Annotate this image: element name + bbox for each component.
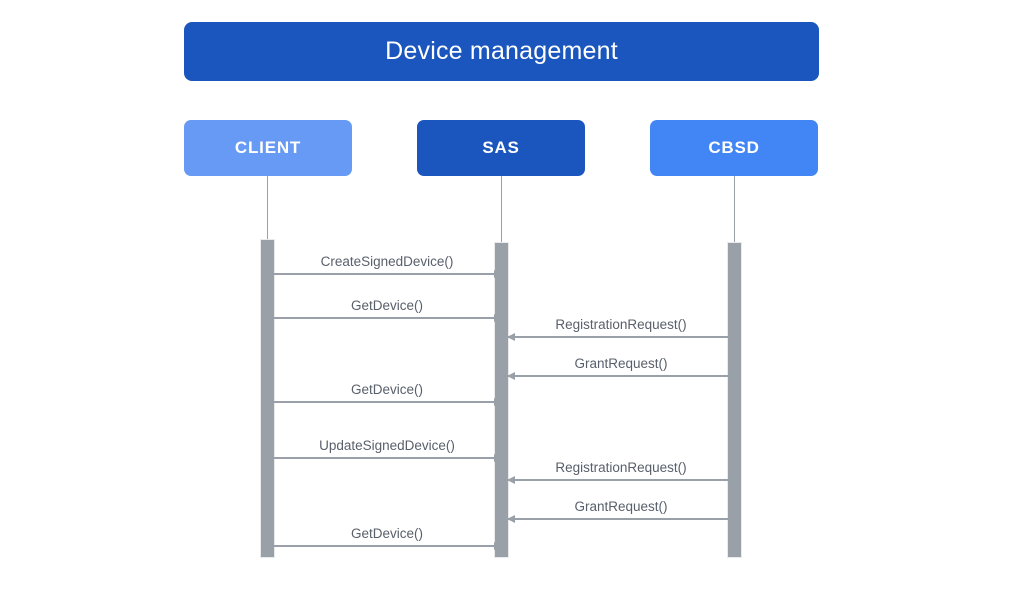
message-grant-request-1[interactable]: GrantRequest() [507,356,734,380]
message-get-device-2[interactable]: GetDevice() [273,382,502,406]
participant-sas[interactable]: SAS [417,120,585,176]
message-label: GetDevice() [350,382,423,397]
message-registration-request-1[interactable]: RegistrationRequest() [507,317,734,341]
message-label: RegistrationRequest() [555,460,687,475]
message-label: RegistrationRequest() [555,317,687,332]
lifeline-client [267,176,268,240]
message-get-device-1[interactable]: GetDevice() [273,298,502,322]
message-label: GrantRequest() [574,499,668,514]
message-update-signed-device[interactable]: UpdateSignedDevice() [273,438,502,462]
arrow-right-icon [494,314,502,322]
diagram-title-text: Device management [385,37,618,65]
arrow-right-icon [494,454,502,462]
arrow-right-icon [494,398,502,406]
diagram-title-bar: Device management [184,22,819,81]
message-label: GetDevice() [350,526,423,541]
arrow-right-icon [494,542,502,550]
arrow-right-icon [494,270,502,278]
participant-sas-label: SAS [482,138,520,157]
activation-bar-client [260,239,275,558]
arrow-left-icon [507,333,515,341]
participant-client-label: CLIENT [234,138,302,157]
arrow-left-icon [507,515,515,523]
lifeline-cbsd [734,176,735,243]
arrow-left-icon [507,476,515,484]
lifeline-sas [501,176,502,243]
participant-cbsd[interactable]: CBSD [650,120,818,176]
message-label: GetDevice() [350,298,423,313]
participant-cbsd-label: CBSD [708,138,760,157]
message-get-device-3[interactable]: GetDevice() [273,526,502,550]
participant-client[interactable]: CLIENT [184,120,352,176]
arrow-left-icon [507,372,515,380]
message-label: GrantRequest() [574,356,668,371]
message-label: UpdateSignedDevice() [319,438,455,453]
message-grant-request-2[interactable]: GrantRequest() [507,499,734,523]
message-create-signed-device[interactable]: CreateSignedDevice() [273,254,502,278]
message-label: CreateSignedDevice() [320,254,454,269]
message-registration-request-2[interactable]: RegistrationRequest() [507,460,734,484]
